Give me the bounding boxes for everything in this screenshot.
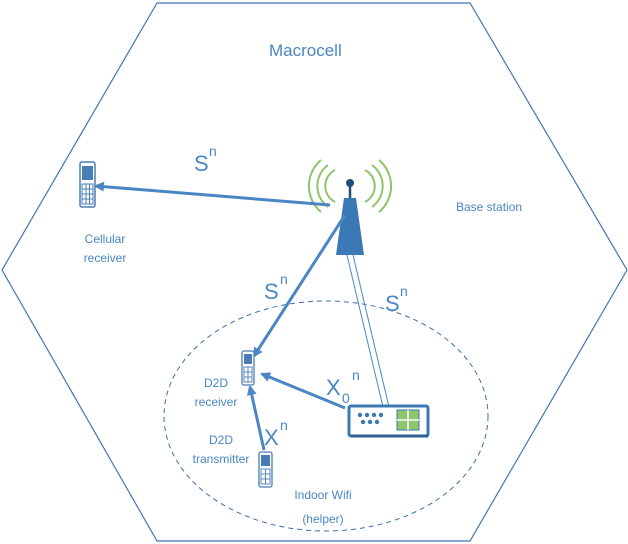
symbol-s-n-d2d: S n <box>264 271 288 304</box>
cellular-receiver-label-line1: Cellular <box>85 232 126 246</box>
indoor-wifi-label-line1: Indoor Wifi <box>294 488 351 502</box>
symbol-base: S <box>264 279 279 304</box>
indoor-wifi-area <box>163 300 489 532</box>
symbol-superscript: n <box>280 271 288 287</box>
symbol-s-n-wifi: S n <box>385 283 408 316</box>
d2d-receiver-label-line1: D2D <box>204 376 228 390</box>
indoor-wifi-label-line2: (helper) <box>302 512 343 526</box>
d2d-transmitter-label-line2: transmitter <box>193 452 250 466</box>
cellular-receiver-phone-icon <box>79 161 96 208</box>
symbol-x-n: X n <box>264 417 288 450</box>
symbol-superscript: n <box>280 417 288 433</box>
d2d-receiver-phone-icon <box>241 350 255 386</box>
symbol-superscript: n <box>209 143 217 159</box>
symbol-superscript: n <box>400 283 408 299</box>
link-bs-to-wifi-a <box>346 254 384 408</box>
wifi-router-icon <box>347 404 430 438</box>
d2d-transmitter-phone-icon <box>258 451 273 488</box>
symbol-base: X <box>326 375 341 400</box>
d2d-receiver-label-line2: receiver <box>195 395 238 409</box>
link-bs-to-cellular <box>94 181 331 207</box>
symbol-subscript: 0 <box>342 390 350 406</box>
symbol-base: S <box>194 151 209 176</box>
link-bs-to-d2d-receiver <box>252 214 347 358</box>
symbol-base: S <box>385 291 400 316</box>
symbol-base: X <box>264 425 279 450</box>
symbol-superscript: n <box>352 367 360 383</box>
symbol-x0-n: X 0 n <box>326 367 360 406</box>
macrocell-label: Macrocell <box>269 41 342 60</box>
symbol-s-n-cellular: S n <box>194 143 217 176</box>
base-station-tower-icon <box>307 159 393 255</box>
d2d-transmitter-label-line1: D2D <box>209 433 233 447</box>
cellular-receiver-label-line2: receiver <box>84 251 127 265</box>
link-transmitter-to-d2d <box>246 385 266 451</box>
link-wifi-to-d2d <box>260 372 346 410</box>
base-station-label: Base station <box>456 200 522 214</box>
link-bs-to-wifi-b <box>352 254 390 408</box>
